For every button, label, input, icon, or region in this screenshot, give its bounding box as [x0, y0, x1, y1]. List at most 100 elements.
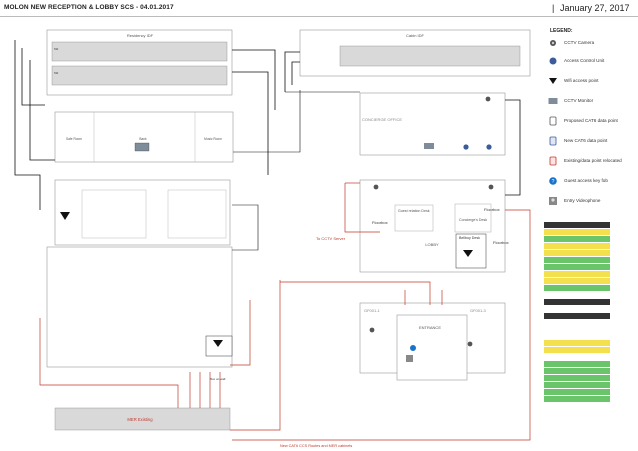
svg-text:?: ?: [552, 179, 555, 185]
existing-data-point-icon: [549, 156, 557, 166]
floorbox-label-3: Floorbox: [493, 240, 509, 245]
entrance-guest-access-key-icon: [410, 345, 416, 351]
office-block: [54, 179, 231, 246]
legend-item-existing-data: Existing/data point relocated: [542, 156, 638, 168]
cctv-cable-label: New CAT6 CCS Routes and MER cabinets: [280, 444, 352, 448]
lobby-cctv-camera-icon-2: [488, 184, 494, 190]
mer-existing: MER Existing: [54, 407, 231, 431]
cabin-idf-room: Cabin IDF: [299, 29, 531, 77]
entrance-room: ENTRANCE GF001-1 GF001-3: [359, 302, 506, 381]
safe-room-label: Safe Room: [66, 137, 82, 141]
lobby-cctv-camera-icon-1: [373, 184, 379, 190]
legend-label: Guest access key fob: [564, 178, 608, 183]
patch-schedule-1: [544, 222, 610, 320]
concierge-desk-label: Concierge's Desk: [459, 218, 487, 222]
schedule-row: [544, 340, 610, 347]
entrance-cctv-camera-icon-1: [369, 327, 375, 333]
concierge-cctv-camera-icon: [485, 96, 491, 102]
legend-item-cctv-monitor: CCTV Monitor: [542, 96, 638, 108]
schedule-row: [544, 243, 610, 250]
residency-rack-1: [51, 41, 228, 62]
hall-block: Box on wall: [46, 246, 233, 381]
cabin-idf-label: Cabin IDF: [406, 33, 425, 38]
box-on-wall-label: Box on wall: [210, 377, 226, 381]
mer-existing-label: MER Existing: [127, 417, 153, 422]
header-rule: [0, 16, 638, 17]
legend-label: Proposed CAT6 data point: [564, 118, 618, 123]
guest-relation-desk-label: Guest relation Desk: [398, 209, 430, 213]
concierge-cctv-monitor-icon: [424, 143, 434, 149]
wifi-access-point-icon: [549, 78, 557, 84]
schedule-row: [544, 292, 610, 299]
gf001-3-label: GF001-3: [470, 308, 487, 313]
legend-label: Entry Videophone: [564, 198, 601, 203]
schedule-row: [544, 396, 610, 403]
lobby-room: Guest relation Desk Concierge's Desk LOB…: [359, 179, 509, 273]
proposed-data-point-icon: [549, 116, 557, 126]
page-date: January 27, 2017: [560, 3, 630, 13]
legend-label: New CAT6 data point: [564, 138, 608, 143]
legend-title: LEGEND:: [550, 28, 573, 34]
schedule-row: [544, 375, 610, 382]
concierge-office-label: CONCIERGE OFFICE: [362, 117, 402, 122]
residency-idf-label: Residency IDF: [127, 33, 154, 38]
legend-item-proposed-data: Proposed CAT6 data point: [542, 116, 638, 128]
lobby-label: LOBBY: [425, 242, 439, 247]
legend-item-new-data: New CAT6 data point: [542, 136, 638, 148]
schedule-row: [544, 389, 610, 396]
new-data-point-icon: [549, 136, 557, 146]
cctv-monitor-icon: [548, 98, 558, 104]
legend-item-wifi: Wifi access point: [542, 76, 638, 88]
header-separator: |: [552, 3, 555, 13]
legend-label: CCTV Monitor: [564, 98, 594, 103]
legend-item-access-control: Access Control Unit: [542, 56, 638, 68]
service-rooms-block: Safe Room Bank Music Room: [54, 111, 234, 163]
schedule-row: [544, 257, 610, 264]
schedule-row: [544, 382, 610, 389]
music-room-label: Music Room: [204, 137, 222, 141]
lobby-wifi-access-point-icon: [463, 250, 473, 257]
schedule-row: [544, 229, 610, 236]
schedule-row: [544, 250, 610, 257]
schedule-row: [544, 236, 610, 243]
schedule-row: [544, 313, 610, 320]
schedule-row: [544, 368, 610, 375]
schedule-row: [544, 299, 610, 306]
residency-idf-room: Residency IDF SW SW: [46, 29, 233, 96]
page-title: MOLON NEW RECEPTION & LOBBY SCS - 04.01.…: [4, 4, 174, 11]
cabin-rack: [339, 45, 521, 67]
hall-wifi-access-point-icon: [213, 340, 223, 347]
svg-text:SW: SW: [54, 71, 59, 75]
schedule-row: [544, 264, 610, 271]
concierge-access-control-icon: [463, 144, 469, 150]
schedule-row: [544, 347, 610, 354]
to-cctv-server-label: To CCTV Server: [316, 236, 346, 241]
wiring: [14, 40, 531, 441]
legend-item-guest-key: ? Guest access key fob: [542, 176, 638, 188]
residency-rack-2: [51, 65, 228, 86]
schedule-row: [544, 354, 610, 361]
bellboy-desk-label: Bellboy Desk: [459, 236, 480, 240]
concierge-access-control-icon-2: [486, 144, 492, 150]
floorbox-label-2: Floorbox: [484, 207, 500, 212]
entrance-videophone-icon: [406, 355, 413, 362]
schedule-row: [544, 271, 610, 278]
guest-access-key-icon: ?: [549, 177, 557, 185]
gf001-1-label: GF001-1: [364, 308, 381, 313]
floorbox-label-1: Floorbox: [372, 220, 388, 225]
schedule-row: [544, 403, 610, 410]
bank-cctv-monitor-icon: [134, 142, 150, 152]
legend-label: CCTV Camera: [564, 40, 595, 45]
office-wifi-access-point-icon: [60, 212, 70, 220]
schedule-row: [544, 361, 610, 368]
schedule-row: [544, 222, 610, 229]
legend-item-cctv-camera: CCTV Camera: [542, 38, 638, 50]
cctv-camera-icon: [550, 40, 556, 46]
legend-item-videophone: Entry Videophone: [542, 196, 638, 208]
schedule-row: [544, 278, 610, 285]
schedule-row: [544, 285, 610, 292]
bank-label: Bank: [139, 137, 147, 141]
schedule-row: [544, 306, 610, 313]
